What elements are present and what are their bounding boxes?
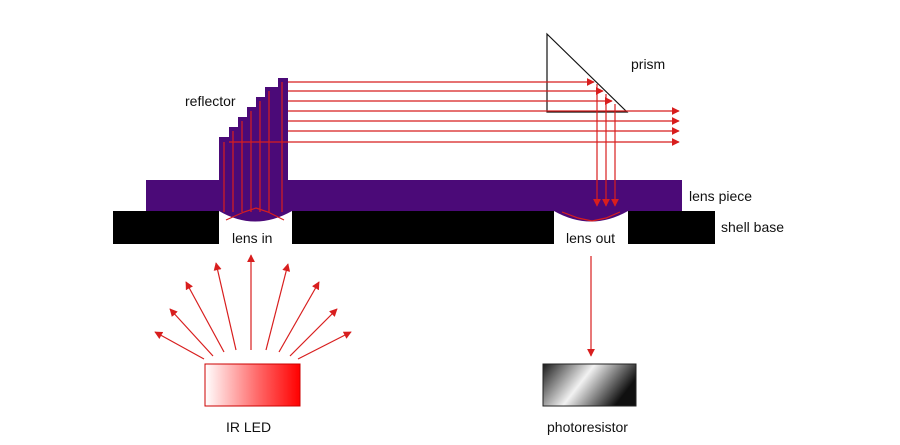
shell-base-segment-left <box>113 211 219 244</box>
label-photoresistor: photoresistor <box>547 419 628 435</box>
lens-piece <box>146 78 682 222</box>
lens-piece-bar <box>146 180 682 211</box>
label-ir-led: IR LED <box>226 419 271 435</box>
ray-lens-in-2 <box>255 207 285 221</box>
prism <box>546 32 629 113</box>
led-ray-1 <box>154 331 205 360</box>
ray-lens-out-2 <box>591 211 621 222</box>
shell-base <box>113 211 715 244</box>
led-ray-7 <box>278 281 320 353</box>
led-ray-6 <box>265 263 291 351</box>
led-ray-8 <box>289 308 338 357</box>
label-lens-piece: lens piece <box>689 188 752 204</box>
reflector-steps <box>219 78 288 180</box>
ray-lens-in-1 <box>225 207 257 221</box>
led-ray-3 <box>185 281 225 353</box>
label-reflector: reflector <box>185 93 236 109</box>
label-prism: prism <box>631 56 665 72</box>
led-ray-9 <box>297 331 352 360</box>
led-ray-4 <box>213 262 237 351</box>
ray-lens-out-1 <box>561 211 593 222</box>
label-lens-out: lens out <box>566 230 615 246</box>
photoresistor <box>542 363 637 407</box>
ray-group <box>154 78 680 360</box>
label-shell-base: shell base <box>721 219 784 235</box>
lens-in-bulge <box>219 211 292 222</box>
shell-base-segment-right <box>628 211 715 244</box>
ir-led <box>204 363 301 407</box>
led-ray-2 <box>169 308 214 357</box>
label-lens-in: lens in <box>232 230 272 246</box>
shell-base-segment-middle <box>292 211 554 244</box>
lens-out-bulge <box>554 211 628 222</box>
